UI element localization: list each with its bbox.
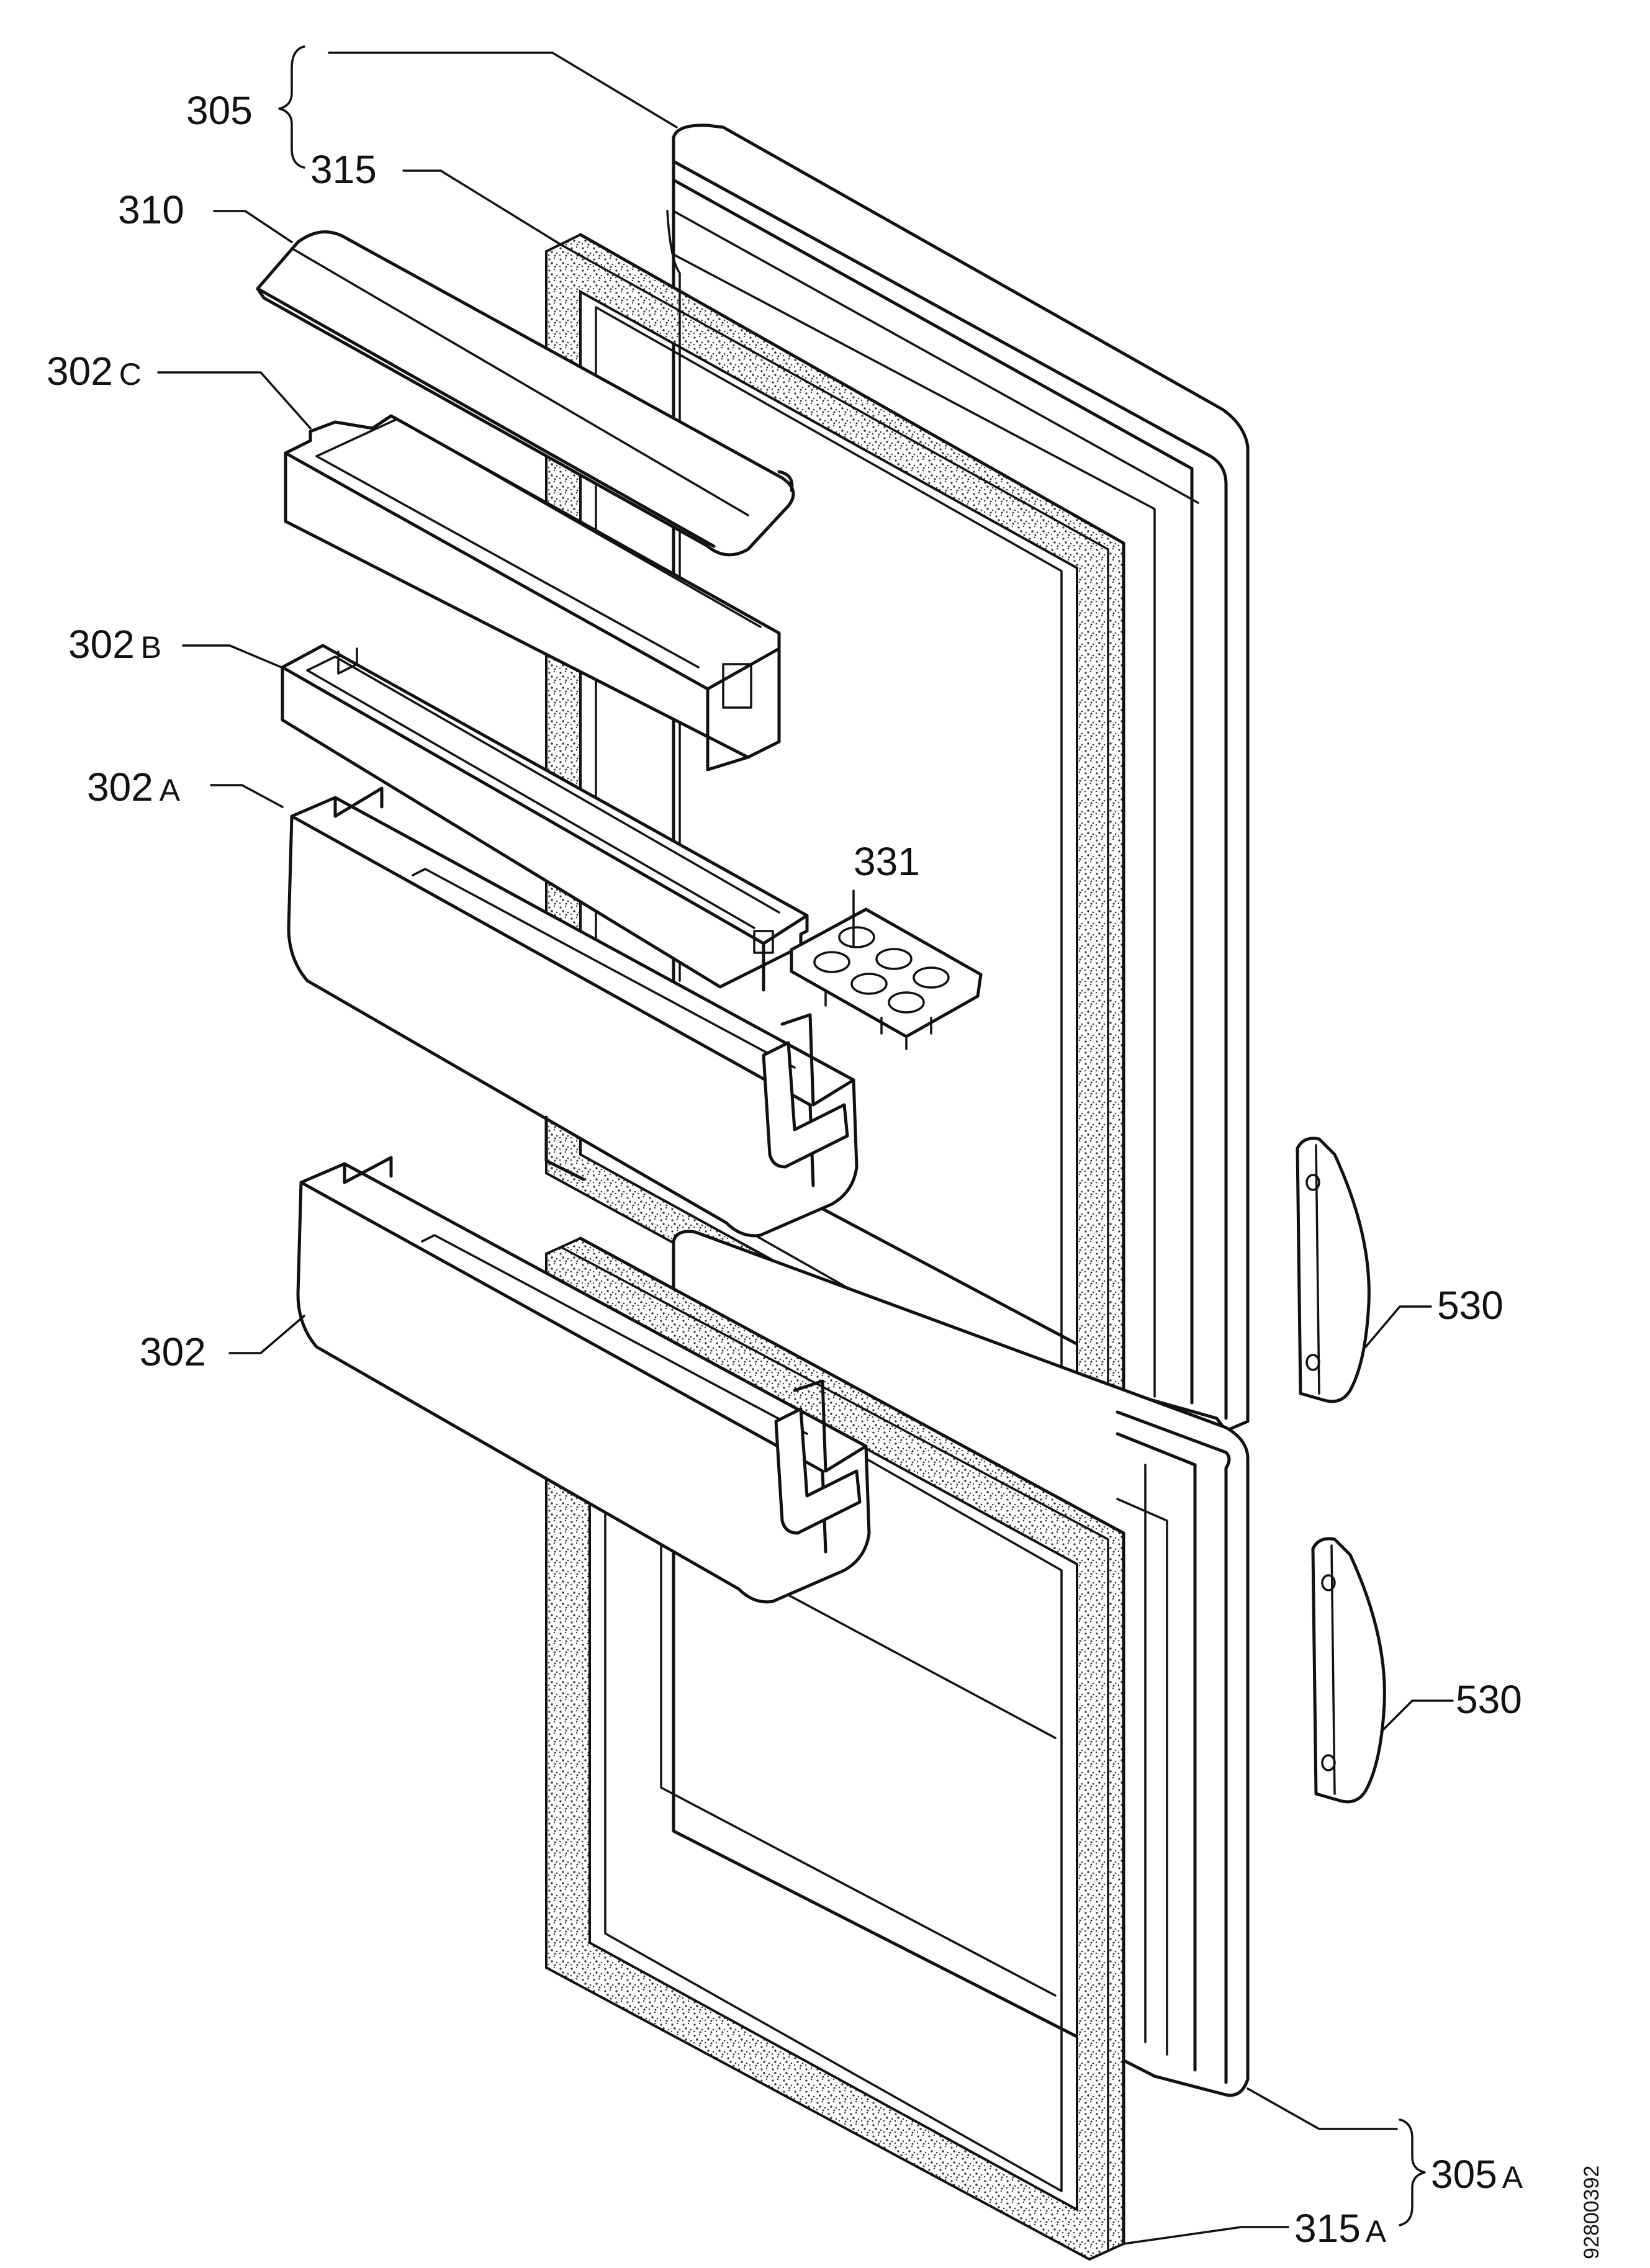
leader-lines [157, 52, 1454, 2245]
brace-305 [278, 45, 305, 169]
label-530-lower: 530 [1456, 1677, 1522, 1722]
label-305: 305 [186, 88, 253, 133]
label-331: 331 [854, 839, 920, 884]
handle-lower-530 [1311, 1537, 1386, 1804]
label-302: 302 [140, 1330, 206, 1374]
label-310: 310 [118, 187, 184, 232]
shelf-302C [284, 414, 781, 772]
handle-upper-530 [1296, 1136, 1371, 1403]
shelf-302 [296, 1156, 871, 1604]
shelf-302B [281, 644, 809, 992]
label-315: 315 [310, 147, 377, 192]
label-530-upper: 530 [1437, 1283, 1503, 1328]
egg-tray-331 [790, 907, 983, 1050]
document-id: 92800392 [1580, 2166, 1603, 2259]
lower-gasket [545, 1236, 1125, 2261]
brace-305A [1399, 2118, 1426, 2226]
shelf-302A [287, 786, 859, 1238]
shelf-cover-310 [256, 230, 795, 557]
